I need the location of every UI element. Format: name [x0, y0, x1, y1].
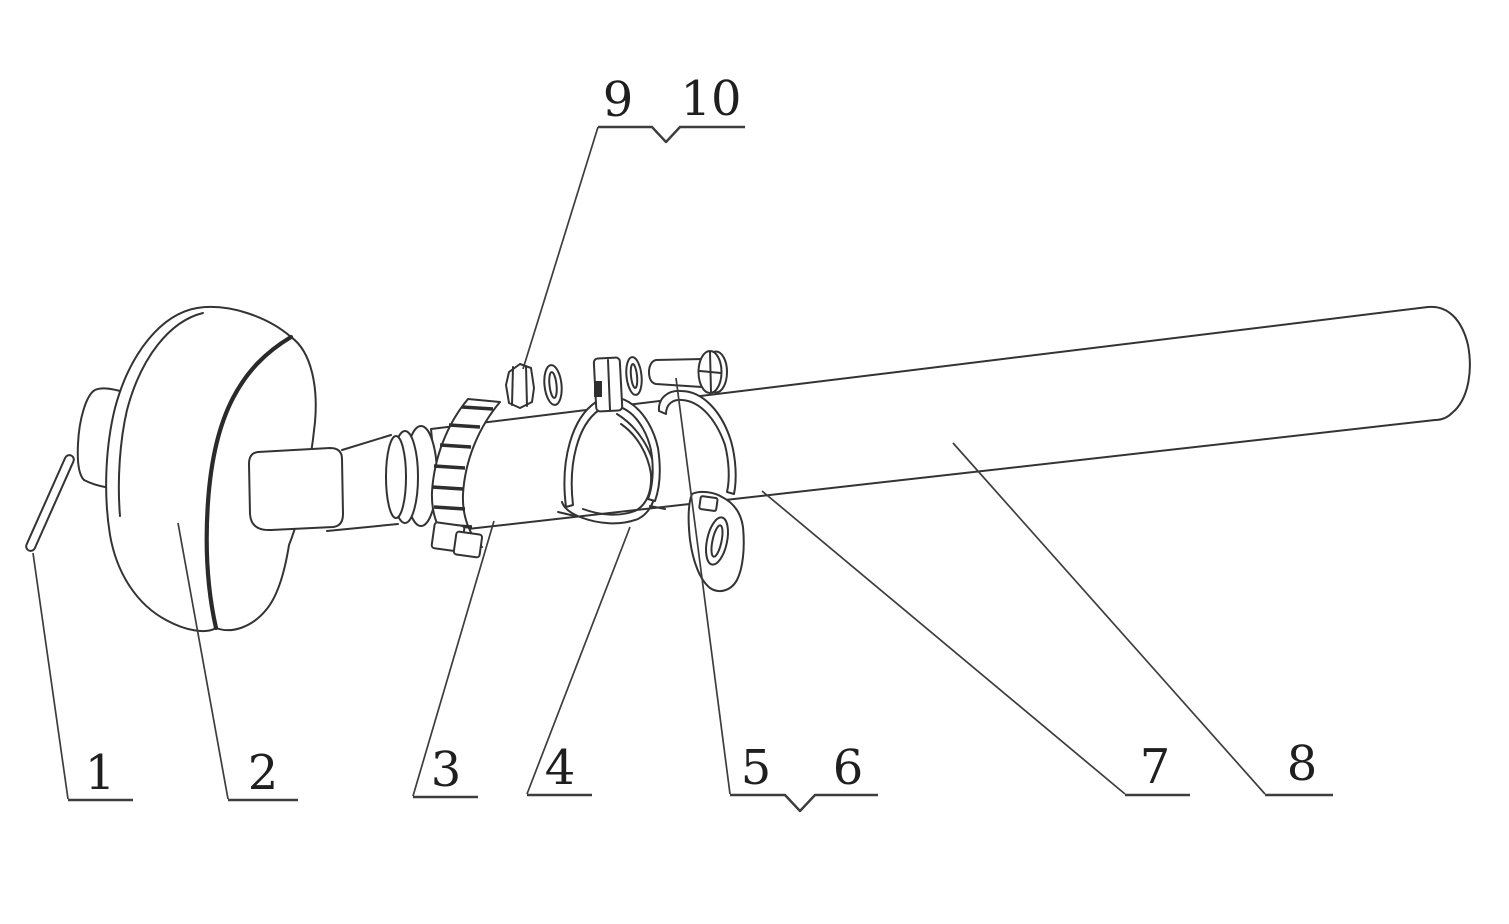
part-disc-head	[76, 306, 399, 633]
part-long-tube	[430, 305, 1471, 533]
disc-rim-line	[117, 312, 204, 517]
part-label-6: 6	[833, 740, 864, 796]
callout-5-6: 5 6	[730, 740, 878, 813]
part-serrated-clamp	[430, 398, 501, 559]
washer-2-inner	[629, 363, 639, 389]
hex-nut	[505, 363, 535, 409]
pin-body	[25, 454, 75, 552]
leader-lines	[32, 126, 1266, 800]
bolt-cross-v	[709, 351, 712, 393]
leader-5-6	[675, 377, 731, 795]
neck-top-line	[341, 434, 392, 451]
hex-nut-facet-right	[525, 365, 528, 407]
leader-9-10	[522, 126, 599, 370]
fastener-row	[505, 350, 728, 413]
part-pin	[25, 454, 75, 552]
callout-7: 7	[1125, 739, 1190, 797]
callout-1: 1	[68, 745, 133, 802]
callouts: 1 2 3 4 5 6 7 8 9 10	[68, 71, 1333, 813]
leader-7	[761, 490, 1126, 795]
disc-hub	[248, 447, 344, 532]
part-label-8: 8	[1287, 736, 1318, 792]
part-label-2: 2	[248, 745, 279, 801]
neck-bottom-line	[326, 523, 399, 532]
bracket-tab-clip	[698, 495, 719, 512]
washer-1-inner	[548, 371, 558, 399]
underline-5-6-bracket	[730, 793, 878, 813]
callout-4: 4	[527, 740, 592, 797]
clamp-screw-head	[452, 530, 484, 559]
bolt-shank	[648, 358, 704, 388]
clamp-band	[430, 398, 501, 548]
part-label-9: 9	[603, 72, 634, 128]
square-clip-shade	[594, 381, 602, 397]
callout-3: 3	[413, 742, 478, 799]
collar-inner-ring	[385, 435, 407, 519]
part-bracket-clamp	[657, 389, 745, 593]
part-label-7: 7	[1140, 739, 1171, 795]
part-label-10: 10	[680, 71, 741, 127]
underline-9-10-bracket	[598, 125, 745, 144]
tube-collar	[385, 425, 438, 527]
hex-nut-facet-left	[511, 366, 514, 406]
leader-3	[412, 520, 495, 797]
callout-2: 2	[228, 745, 298, 802]
callout-8: 8	[1265, 736, 1333, 797]
bracket-band	[657, 389, 737, 495]
leader-2	[177, 522, 229, 800]
part-label-3: 3	[431, 742, 462, 798]
tab-slot-inner	[710, 524, 724, 558]
part-label-5: 5	[741, 740, 772, 796]
upper-shell-left-foot	[557, 511, 576, 517]
callout-9-10: 9 10	[598, 71, 745, 144]
disc-front-edge	[204, 334, 294, 631]
upper-shell-right-foot	[649, 505, 666, 510]
part-label-4: 4	[545, 740, 576, 796]
part-label-1: 1	[85, 745, 116, 801]
square-clip-slot	[607, 359, 611, 411]
leader-8	[952, 442, 1266, 795]
leader-4	[526, 526, 631, 795]
lower-shell-outer	[561, 413, 658, 525]
leader-1	[32, 552, 69, 800]
